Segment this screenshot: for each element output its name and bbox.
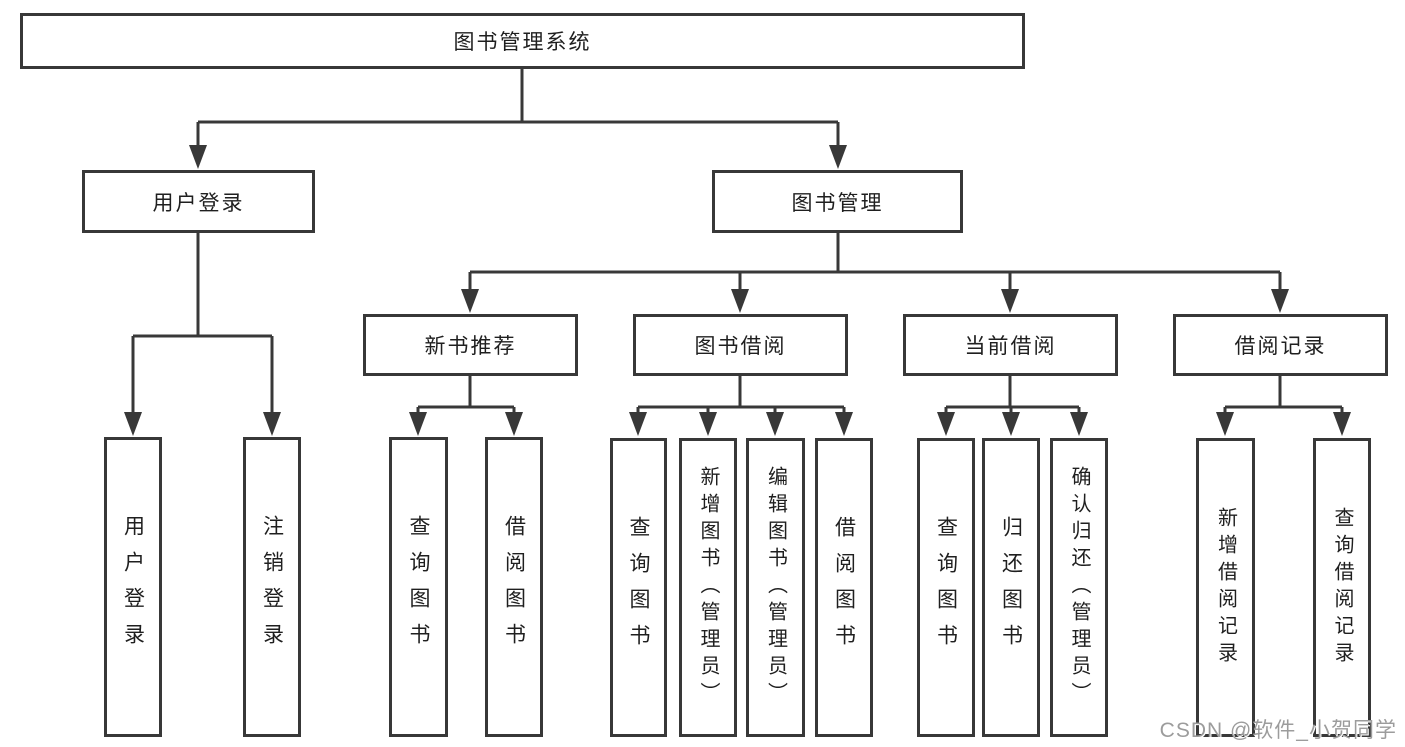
leaf-edit-books-admin-label: 编辑图书（管理员） [764,466,787,709]
leaf-logout: 注销登录 [243,437,301,737]
node-user-login: 用户登录 [82,170,315,233]
leaf-query-books-2-label: 查询图书 [627,515,650,660]
node-book-borrowing-label: 图书借阅 [694,335,787,358]
arrowheads [124,145,1351,436]
node-book-borrowing: 图书借阅 [633,314,848,376]
connector-current-borrow-to-leaves [944,376,1081,416]
leaf-borrow-books-2: 借阅图书 [815,438,873,737]
node-current-borrowing-label: 当前借阅 [964,335,1057,358]
node-borrowing-records: 借阅记录 [1173,314,1388,376]
node-borrowing-records-label: 借阅记录 [1234,335,1327,358]
connector-new-book-rec-to-leaves [416,376,516,416]
leaf-user-login-label: 用户登录 [121,515,145,659]
node-new-book-recommendation-label: 新书推荐 [424,335,517,358]
leaf-add-borrow-record-label: 新增借阅记录 [1214,506,1237,669]
leaf-return-books: 归还图书 [982,438,1040,737]
leaf-borrow-books-1: 借阅图书 [485,437,543,737]
leaf-user-login: 用户登录 [104,437,162,737]
csdn-watermark: CSDN @软件_小贺同学 [1159,719,1397,742]
node-library-management-system-label: 图书管理系统 [453,31,592,54]
leaf-query-borrow-record-label: 查询借阅记录 [1331,506,1353,669]
leaf-query-books-2: 查询图书 [610,438,667,737]
connector-borrow-records-to-leaves [1223,376,1344,416]
leaf-borrow-books-1-label: 借阅图书 [502,515,526,659]
node-library-management-system: 图书管理系统 [20,13,1025,69]
leaf-query-books-1-label: 查询图书 [407,515,430,659]
node-user-login-label: 用户登录 [152,191,245,215]
leaf-query-books-3: 查询图书 [917,438,975,737]
connector-user-login-to-leaves [131,233,274,416]
leaf-add-borrow-record: 新增借阅记录 [1196,438,1255,737]
connector-book-mgmt-to-sections [468,233,1282,292]
leaf-add-books-admin-label: 新增图书（管理员） [697,466,719,709]
leaf-confirm-return-admin: 确认归还（管理员） [1050,438,1108,737]
leaf-return-books-label: 归还图书 [999,515,1023,660]
leaf-logout-label: 注销登录 [260,515,284,659]
node-book-management: 图书管理 [712,170,963,233]
leaf-borrow-books-2-label: 借阅图书 [832,515,856,660]
node-new-book-recommendation: 新书推荐 [363,314,578,376]
leaf-query-books-1: 查询图书 [389,437,448,737]
leaf-confirm-return-admin-label: 确认归还（管理员） [1068,466,1090,709]
leaf-query-borrow-record: 查询借阅记录 [1313,438,1371,737]
connector-book-borrow-to-leaves [636,376,846,416]
node-current-borrowing: 当前借阅 [903,314,1118,376]
leaf-edit-books-admin: 编辑图书（管理员） [746,438,805,737]
leaf-query-books-3-label: 查询图书 [934,515,958,660]
connector-root-to-branches [196,67,840,150]
leaf-add-books-admin: 新增图书（管理员） [679,438,737,737]
node-book-management-label: 图书管理 [791,191,884,215]
